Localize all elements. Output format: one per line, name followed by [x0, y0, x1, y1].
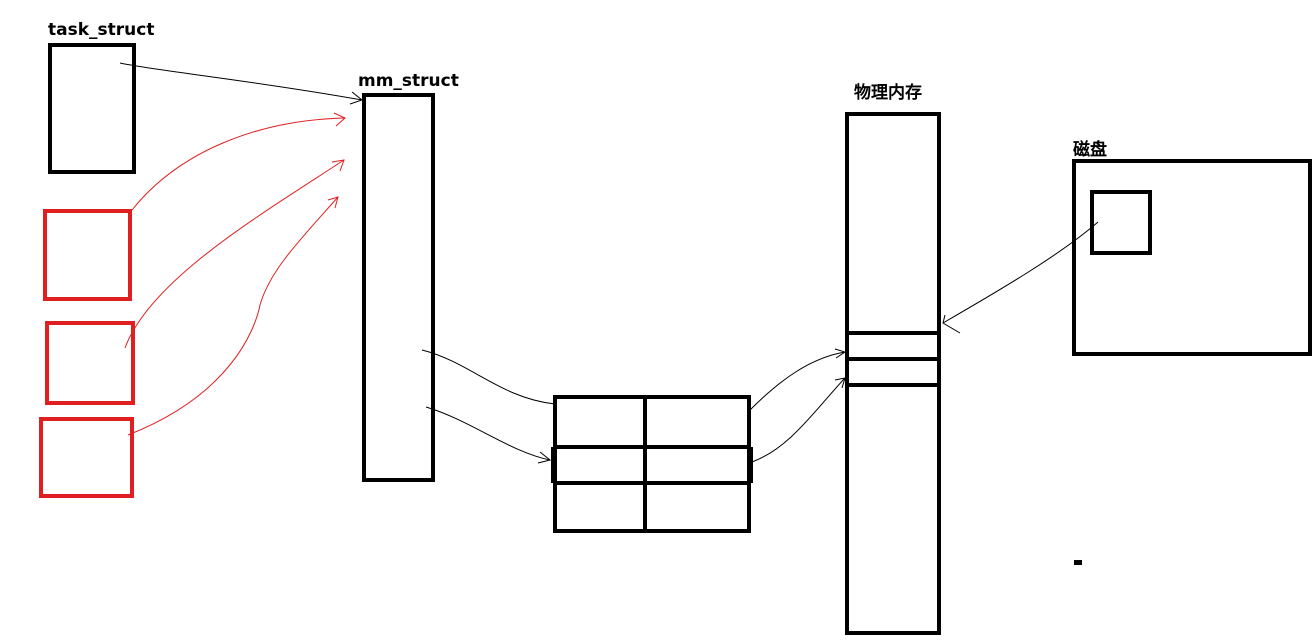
black-arrows	[119, 62, 1099, 464]
disk-page-box	[1090, 190, 1152, 255]
mm-struct-box	[362, 93, 435, 482]
task-to-mm-arrow	[119, 62, 363, 101]
mm-to-pagetable-arrow-2	[425, 406, 551, 461]
physical-memory-label: 物理内存	[854, 82, 922, 103]
task-struct-label: task_struct	[48, 20, 154, 40]
disk-label: 磁盘	[1073, 139, 1107, 160]
process-box-2	[45, 321, 135, 405]
process-box-1	[43, 209, 132, 301]
process-3-arrowhead	[327, 196, 339, 209]
red-arrows	[124, 112, 346, 436]
mm-struct-label: mm_struct	[358, 71, 459, 91]
task-struct-box	[48, 43, 136, 174]
pagetable-to-memory-arrow-1	[749, 351, 846, 411]
mm-to-pagetable-arrow-1	[421, 349, 556, 405]
disk-to-memory-arrow	[942, 221, 1099, 324]
disk-to-memory-arrowhead	[942, 314, 961, 334]
pagetable-to-memory-arrowhead-2	[834, 377, 846, 389]
stray-dot	[1074, 560, 1082, 565]
mm-to-pagetable-arrowhead-2	[537, 451, 552, 464]
page-table	[551, 395, 753, 533]
process-1-to-mm-arrow	[131, 117, 346, 211]
process-box-3	[39, 417, 134, 498]
page-table-frame	[553, 395, 751, 533]
physical-memory-box	[845, 112, 941, 635]
process-2-arrowhead	[331, 159, 345, 172]
disk-box	[1072, 159, 1312, 356]
process-1-arrowhead	[333, 112, 346, 127]
pagetable-to-memory-arrow-2	[751, 377, 846, 463]
pagetable-to-memory-arrowhead-1	[834, 348, 847, 359]
process-2-to-mm-arrow	[124, 159, 345, 349]
task-to-mm-arrowhead	[349, 91, 364, 105]
physical-memory	[845, 112, 941, 635]
process-3-to-mm-arrow	[127, 196, 339, 436]
